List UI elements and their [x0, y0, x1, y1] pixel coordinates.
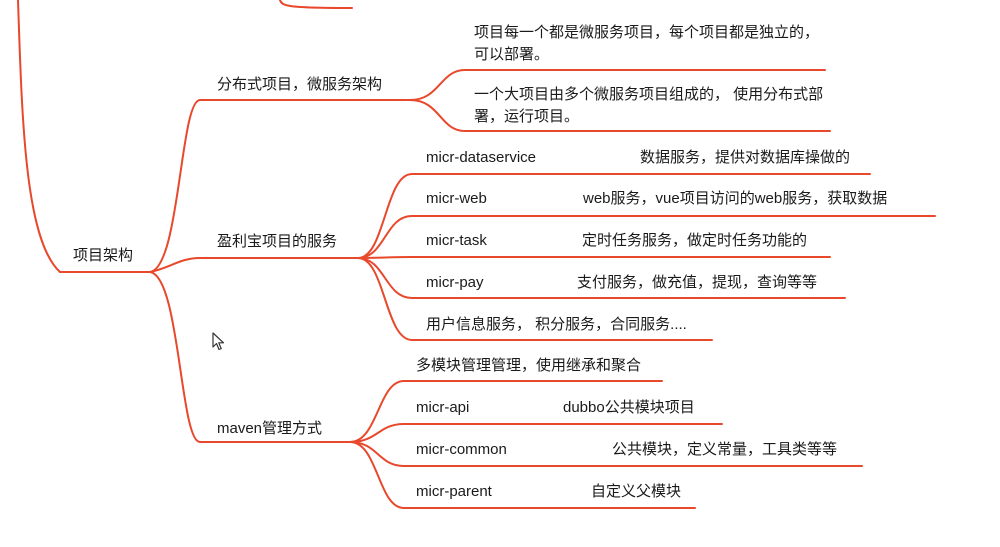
branch-node-maven[interactable]: maven管理方式: [217, 420, 323, 437]
service-desc[interactable]: 支付服务，做充值，提现，查询等等: [577, 274, 818, 291]
connector-b2-c2: [357, 215, 936, 259]
service-name[interactable]: micr-dataservice: [426, 149, 537, 166]
service-name[interactable]: micr-task: [426, 232, 487, 249]
module-name[interactable]: micr-api: [416, 399, 470, 416]
leaf-node[interactable]: 多模块管理管理，使用继承和聚合: [416, 357, 642, 374]
connector-branch-2: [149, 257, 201, 273]
connector-branch-1: [149, 99, 201, 273]
service-desc[interactable]: web服务，vue项目访问的web服务，获取数据: [583, 190, 888, 207]
module-name[interactable]: micr-common: [416, 441, 507, 458]
connector-b3-c4: [349, 441, 696, 509]
leaf-node[interactable]: 项目每一个都是微服务项目，每个项目都是独立的，可以部署。: [474, 24, 820, 63]
branch-node-distributed[interactable]: 分布式项目，微服务架构: [217, 76, 383, 93]
module-desc[interactable]: 公共模块，定义常量，工具类等等: [612, 441, 838, 458]
service-name[interactable]: micr-web: [426, 190, 487, 207]
connector-b1-c1: [409, 69, 826, 101]
service-desc[interactable]: 定时任务服务，做定时任务功能的: [582, 232, 808, 249]
connector-b2-c4: [357, 257, 846, 299]
service-desc[interactable]: 数据服务，提供对数据库操做的: [640, 149, 851, 166]
connector-b2-c3: [357, 256, 831, 259]
module-name[interactable]: micr-parent: [416, 483, 492, 500]
underline-offscreen: [279, 0, 353, 9]
root-node[interactable]: 项目架构: [73, 247, 134, 264]
module-desc[interactable]: dubbo公共模块项目: [563, 399, 695, 416]
leaf-node[interactable]: 一个大项目由多个微服务项目组成的， 使用分布式部署，运行项目。: [474, 86, 824, 125]
connector-b3-c1: [349, 380, 663, 443]
connector-b2-c5: [357, 257, 713, 341]
branch-node-services[interactable]: 盈利宝项目的服务: [217, 233, 338, 250]
connector-b3-c2: [349, 423, 723, 443]
connector-offscreen: [17, 0, 61, 273]
mouse-pointer-icon: [212, 332, 225, 351]
service-name[interactable]: micr-pay: [426, 274, 484, 291]
connector-branch-3: [149, 271, 201, 443]
connector-b3-c3: [349, 441, 863, 467]
leaf-node[interactable]: 用户信息服务， 积分服务，合同服务....: [426, 316, 687, 333]
module-desc[interactable]: 自定义父模块: [591, 483, 682, 500]
connector-b2-c1: [357, 173, 871, 259]
connector-b1-c2: [409, 99, 831, 132]
